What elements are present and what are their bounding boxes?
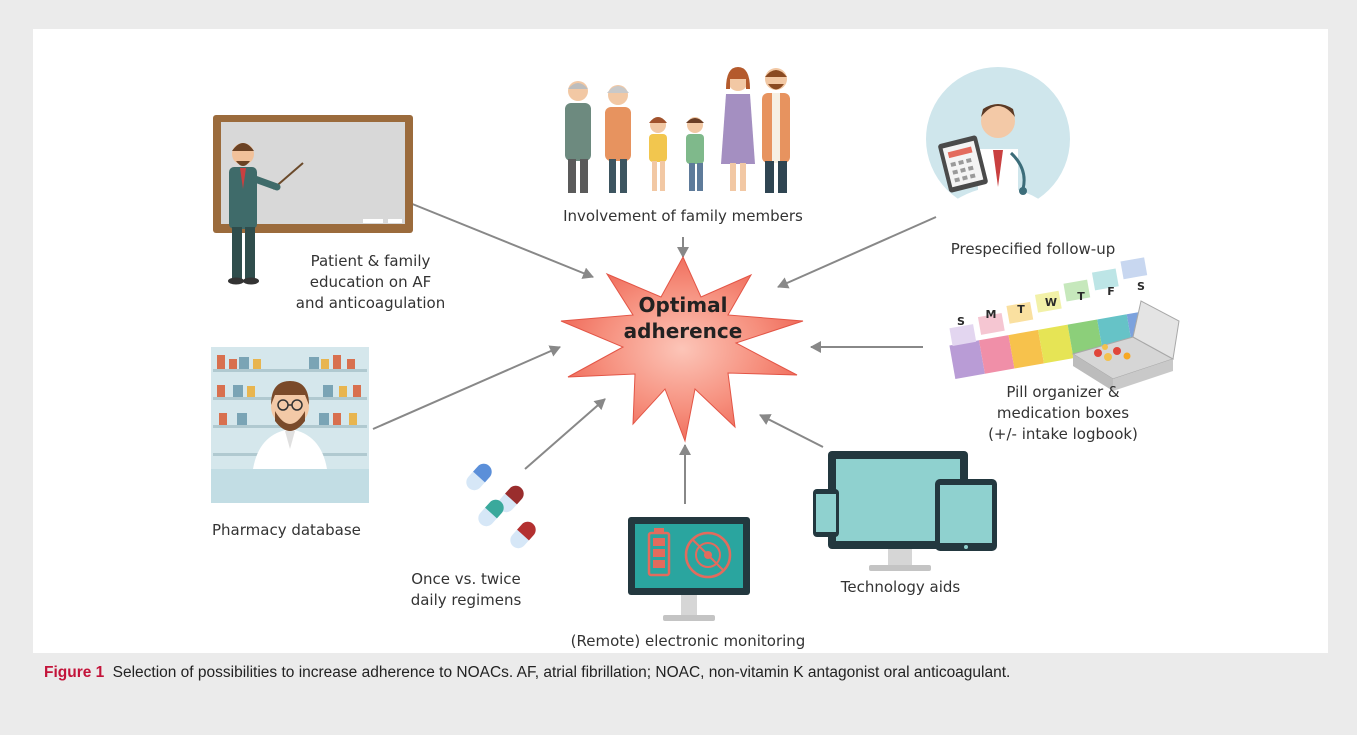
node-label-tech: Technology aids bbox=[840, 578, 961, 596]
arrows bbox=[372, 198, 937, 504]
node-label-pharmacy: Pharmacy database bbox=[212, 521, 361, 539]
pill-organizer-illustration: S M T W T F S bbox=[949, 257, 1180, 391]
weekday-letter: W bbox=[1045, 296, 1057, 309]
weekday-letter: M bbox=[986, 308, 997, 321]
capsules-illustration bbox=[466, 463, 536, 549]
weekday-letter: S bbox=[957, 315, 965, 328]
figure-caption: Figure 1 Selection of possibilities to i… bbox=[44, 664, 1334, 682]
arrow-education bbox=[399, 198, 594, 279]
pharmacy-illustration bbox=[211, 347, 369, 503]
diagram-canvas: S M T W T F S bbox=[211, 67, 1180, 621]
caption-text: Selection of possibilities to increase a… bbox=[112, 664, 1011, 681]
node-label-monitoring: (Remote) electronic monitoring bbox=[570, 632, 806, 650]
weekday-letter: F bbox=[1107, 285, 1115, 298]
arrow-regimen bbox=[524, 398, 606, 470]
weekday-letter: T bbox=[1017, 303, 1025, 316]
node-label-education: Patient & family education on AF and ant… bbox=[295, 252, 446, 312]
arrow-pharmacy bbox=[372, 345, 561, 430]
figure-label: Figure 1 bbox=[44, 664, 105, 681]
starburst bbox=[560, 255, 804, 443]
node-label-followup: Prespecified follow-up bbox=[950, 240, 1116, 258]
center-label: Optimal adherence bbox=[623, 293, 743, 343]
family-illustration bbox=[565, 67, 790, 193]
teacher-illustration bbox=[213, 115, 413, 285]
weekday-letter: T bbox=[1077, 290, 1085, 303]
node-label-pill: Pill organizer & medication boxes (+/- i… bbox=[988, 383, 1138, 443]
devices-illustration bbox=[813, 451, 997, 571]
node-label-regimen: Once vs. twice daily regimens bbox=[410, 570, 522, 609]
weekday-letter: S bbox=[1137, 280, 1145, 293]
figure-panel: S M T W T F S bbox=[33, 29, 1328, 653]
doctor-illustration bbox=[926, 67, 1070, 213]
arrow-followup bbox=[777, 216, 937, 289]
arrow-tech bbox=[759, 414, 824, 448]
node-label-family: Involvement of family members bbox=[563, 207, 803, 225]
monitor-illustration bbox=[628, 517, 750, 621]
